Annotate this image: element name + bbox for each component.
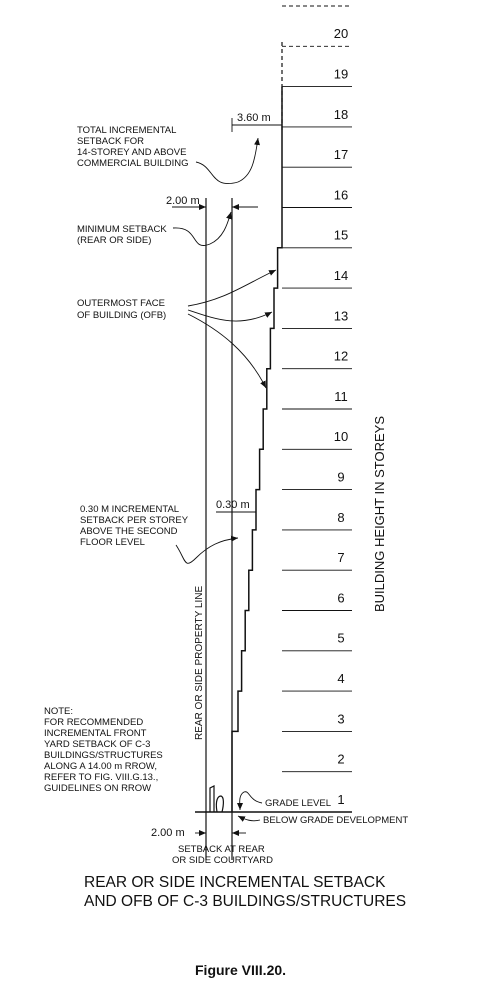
svg-text:MINIMUM SETBACK: MINIMUM SETBACK [77, 224, 167, 235]
svg-text:ALONG A 14.00 m RROW,: ALONG A 14.00 m RROW, [44, 761, 157, 772]
leader-minimum-setback [172, 211, 232, 246]
svg-text:REFER TO FIG. VIII.G.13.,: REFER TO FIG. VIII.G.13., [44, 772, 158, 783]
dim-bottom-label: 2.00 m [151, 827, 185, 839]
svg-text:OR SIDE COURTYARD: OR SIDE COURTYARD [172, 855, 273, 866]
storey-number: 14 [334, 268, 348, 283]
note-block: NOTE: FOR RECOMMENDED INCREMENTAL FRONT … [44, 706, 163, 794]
svg-text:OUTERMOST FACE: OUTERMOST FACE [77, 298, 165, 309]
svg-text:0.30 M INCREMENTAL: 0.30 M INCREMENTAL [80, 504, 179, 515]
svg-text:YARD SETBACK OF C-3: YARD SETBACK OF C-3 [44, 739, 150, 750]
svg-text:GUIDELINES ON RROW: GUIDELINES ON RROW [44, 783, 151, 794]
storey-number: 20 [334, 26, 348, 41]
storey-number: 3 [337, 711, 344, 726]
building-step-outline [231, 86, 283, 812]
building-height-label: BUILDING HEIGHT IN STOREYS [372, 416, 387, 612]
svg-text:FLOOR LEVEL: FLOOR LEVEL [80, 537, 145, 548]
svg-text:BUILDINGS/STRUCTURES: BUILDINGS/STRUCTURES [44, 750, 163, 761]
svg-text:FOR RECOMMENDED: FOR RECOMMENDED [44, 717, 143, 728]
below-grade-label: BELOW GRADE DEVELOPMENT [263, 815, 408, 826]
storey-number: 12 [334, 349, 348, 364]
dim-upper-left-label: 2.00 m [166, 195, 200, 207]
diagram-title-line-1: REAR OR SIDE INCREMENTAL SETBACK [84, 874, 386, 891]
svg-text:COMMERCIAL BUILDING: COMMERCIAL BUILDING [77, 158, 189, 169]
storey-number: 13 [334, 308, 348, 323]
svg-text:TOTAL INCREMENTAL: TOTAL INCREMENTAL [77, 125, 176, 136]
svg-text:SETBACK PER STOREY: SETBACK PER STOREY [80, 515, 189, 526]
storey-number: 5 [337, 631, 344, 646]
label-incremental-030: 0.30 M INCREMENTAL SETBACK PER STOREY AB… [80, 504, 189, 548]
leader-ofb-2 [187, 309, 273, 322]
building-outline [231, 86, 283, 812]
storey-number: 8 [337, 510, 344, 525]
shrub-symbol [215, 795, 224, 813]
svg-text:INCREMENTAL FRONT: INCREMENTAL FRONT [44, 728, 147, 739]
grade-level-label: GRADE LEVEL [265, 798, 331, 809]
leader-incremental-030 [175, 535, 239, 564]
storey-number: 7 [337, 550, 344, 565]
label-minimum-setback: MINIMUM SETBACK (REAR OR SIDE) [77, 224, 167, 246]
property-line-label: REAR OR SIDE PROPERTY LINE [194, 586, 205, 740]
label-setback-courtyard: SETBACK AT REAR OR SIDE COURTYARD [172, 844, 273, 866]
storey-number: 15 [334, 228, 348, 243]
storey-number: 18 [334, 107, 348, 122]
leader-total-incremental [195, 137, 261, 185]
storey-number: 2 [337, 752, 344, 767]
figure-caption: Figure VIII.20. [195, 962, 286, 978]
diagram-title-line-2: AND OFB OF C-3 BUILDINGS/STRUCTURES [84, 893, 406, 910]
dim-top-label: 3.60 m [237, 112, 271, 124]
storey-number: 1 [337, 792, 344, 807]
leader-ofb-1 [187, 269, 277, 307]
svg-text:ABOVE THE SECOND: ABOVE THE SECOND [80, 526, 178, 537]
leader-ofb-3 [187, 313, 267, 389]
dim-middle-label: 0.30 m [216, 499, 250, 511]
svg-text:OF BUILDING (OFB): OF BUILDING (OFB) [77, 310, 166, 321]
storey-number: 4 [337, 671, 344, 686]
storey-number: 19 [334, 66, 348, 81]
storey-number: 10 [334, 429, 348, 444]
leader-grade-level [236, 791, 263, 811]
storey-number: 6 [337, 590, 344, 605]
storey-number: 11 [334, 389, 348, 404]
svg-text:SETBACK AT REAR: SETBACK AT REAR [178, 844, 265, 855]
storey-number: 9 [337, 469, 344, 484]
label-outermost-face: OUTERMOST FACE OF BUILDING (OFB) [77, 298, 166, 321]
svg-text:SETBACK FOR: SETBACK FOR [77, 136, 144, 147]
svg-text:NOTE:: NOTE: [44, 706, 73, 717]
storey-number: 17 [334, 147, 348, 162]
svg-text:14-STOREY AND ABOVE: 14-STOREY AND ABOVE [77, 147, 186, 158]
leader-below-grade [237, 815, 261, 822]
label-total-incremental: TOTAL INCREMENTAL SETBACK FOR 14-STOREY … [77, 125, 189, 169]
svg-text:(REAR OR SIDE): (REAR OR SIDE) [77, 235, 151, 246]
storey-number: 16 [334, 187, 348, 202]
fence-symbol [209, 785, 215, 812]
